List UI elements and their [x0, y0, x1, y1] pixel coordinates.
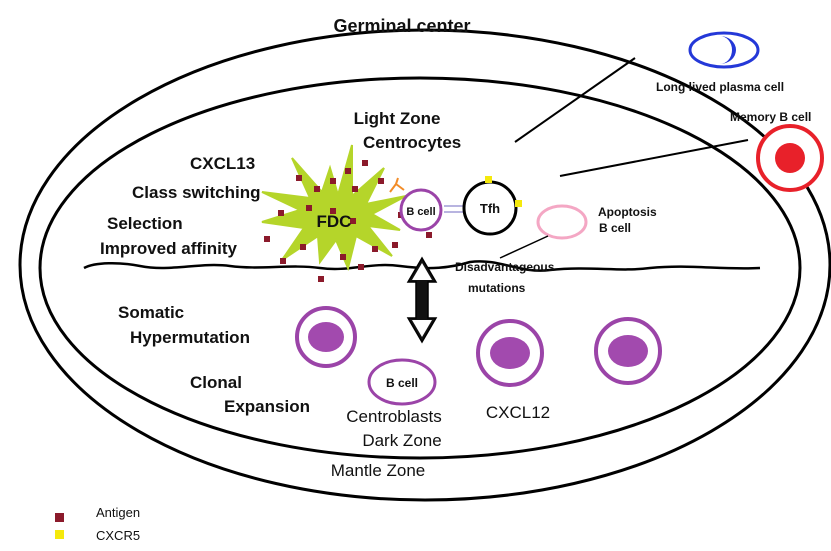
- antigen-dot: [378, 178, 384, 184]
- centroblast: [295, 306, 357, 368]
- antigen-dot: [278, 210, 284, 216]
- germinal-center-inner-boundary: [38, 76, 802, 460]
- centroblast-nucleus: [308, 322, 344, 352]
- antigen-dot: [330, 178, 336, 184]
- dark-b-cell-label: B cell: [386, 376, 418, 390]
- clonal-label: Clonal: [190, 373, 242, 392]
- antigen-dot: [296, 175, 302, 181]
- light-zone-label: Light Zone: [354, 109, 441, 128]
- arrow-head-up: [412, 263, 432, 280]
- improved-affinity-label: Improved affinity: [100, 239, 238, 258]
- memory-cell-label: Memory B cell: [730, 110, 811, 124]
- antigen-dot: [345, 168, 351, 174]
- centroblast-nucleus: [608, 335, 648, 367]
- centrocytes-label: Centrocytes: [363, 133, 461, 152]
- b-cell-tfh-interaction: [389, 176, 522, 236]
- memory-b-cell: [756, 124, 824, 192]
- antigen-dot: [264, 236, 270, 242]
- mantle-zone-label: Mantle Zone: [331, 461, 426, 480]
- cxcl12-label: CXCL12: [486, 403, 550, 422]
- disadvantageous-label: Disadvantageous: [455, 260, 555, 274]
- hypermutation-label: Hypermutation: [130, 328, 250, 347]
- apoptosis-connector: [499, 235, 549, 259]
- apoptosis-b-cell-label: B cell: [599, 221, 631, 235]
- dark-zone-b-cell: [367, 358, 437, 406]
- antigen-dot: [306, 205, 312, 211]
- antigen-dot: [426, 232, 432, 238]
- antigen-dot: [280, 258, 286, 264]
- arrow-head-down: [412, 320, 432, 337]
- memory-cell-connector: [559, 139, 749, 177]
- centroblast: [476, 319, 544, 387]
- antigen-dot: [340, 254, 346, 260]
- antigen-dot: [330, 208, 336, 214]
- centroblasts-label: Centroblasts: [346, 407, 441, 426]
- legend: Antigen CXCR5: [55, 505, 140, 543]
- memory-cell-nucleus: [775, 143, 805, 173]
- centroblast: [594, 317, 662, 385]
- plasma-cell-label: Long lived plasma cell: [656, 80, 784, 94]
- tfh-label: Tfh: [480, 201, 500, 216]
- light-b-cell-label: B cell: [406, 206, 435, 218]
- antigen-dot: [392, 242, 398, 248]
- selection-label: Selection: [107, 214, 183, 233]
- fdc-shape: [261, 144, 407, 272]
- legend-cxcr5-label: CXCR5: [96, 528, 140, 543]
- diagram-title: Germinal center: [333, 16, 470, 36]
- class-switching-label: Class switching: [132, 183, 260, 202]
- antigen-dot: [352, 186, 358, 192]
- antigen-dot: [358, 264, 364, 270]
- cxcr5-dot: [485, 176, 492, 183]
- antigen-dots: [264, 160, 432, 282]
- antigen-dot: [300, 244, 306, 250]
- expansion-label: Expansion: [224, 397, 310, 416]
- apoptosis-label: Apoptosis: [598, 205, 657, 219]
- legend-antigen-swatch: [55, 513, 64, 522]
- antigen-dot: [314, 186, 320, 192]
- cxcr5-dot: [515, 200, 522, 207]
- plasma-cell: [688, 31, 760, 69]
- bcr-receptor: [389, 177, 405, 193]
- legend-antigen-label: Antigen: [96, 505, 140, 520]
- legend-cxcr5-swatch: [55, 530, 64, 539]
- mutations-label: mutations: [468, 281, 526, 295]
- plasma-cell-connector: [514, 57, 636, 143]
- mantle-zone-outer-boundary: [18, 28, 831, 502]
- light-dark-zone-divider: [83, 260, 761, 272]
- antigen-dot: [350, 218, 356, 224]
- plasma-cell-outline: [688, 31, 760, 69]
- cxcl13-label: CXCL13: [190, 154, 255, 173]
- dark-zone-label: Dark Zone: [362, 431, 441, 450]
- fdc-cell: [261, 144, 407, 272]
- fdc-label: FDC: [317, 212, 352, 231]
- centroblast-nucleus: [490, 337, 530, 369]
- plasma-cell-nucleus: [720, 36, 736, 64]
- antigen-dot: [318, 276, 324, 282]
- light-zone-b-cell: [399, 188, 443, 232]
- antigen-dot: [372, 246, 378, 252]
- somatic-label: Somatic: [118, 303, 184, 322]
- antigen-dot: [362, 160, 368, 166]
- apoptosis-b-cell: [536, 204, 588, 240]
